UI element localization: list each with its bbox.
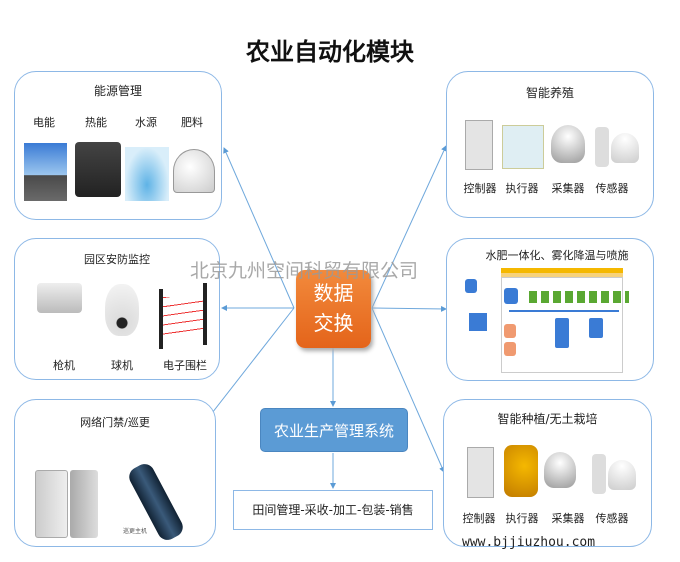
management-system-box: 农业生产管理系统 (260, 408, 408, 452)
keypad-icon (35, 470, 68, 538)
infrared-beam-icon (163, 297, 203, 337)
controller-icon (465, 120, 493, 170)
fertilizer-tank-icon (504, 342, 516, 356)
breeding-item: 控制器 (463, 182, 497, 195)
energy-item: 热能 (85, 116, 107, 129)
roof-bar (501, 273, 623, 277)
patrol-device-label: 巡更主机 (123, 528, 148, 535)
irrigation-title: 水肥一体化、雾化降温与喷施 (485, 249, 629, 262)
breeding-item: 执行器 (505, 182, 539, 195)
access-title: 网络门禁/巡更 (80, 416, 150, 429)
security-item: 电子围栏 (163, 359, 207, 372)
collector-icon (544, 452, 576, 488)
data-exchange-line2: 交换 (313, 311, 354, 335)
planting-title: 智能种植/无土栽培 (497, 412, 598, 426)
planting-item: 执行器 (505, 512, 539, 525)
breeding-title: 智能养殖 (525, 86, 574, 100)
access-module: 网络门禁/巡更 巡更主机 (14, 399, 216, 547)
control-box-icon (469, 313, 487, 331)
fertilizer-tank-icon (173, 149, 215, 193)
planting-module: 智能种植/无土栽培 控制器 执行器 采集器 传感器 (443, 399, 652, 547)
energy-title: 能源管理 (93, 84, 142, 98)
bullet-camera-icon (37, 283, 82, 313)
security-title: 园区安防监控 (84, 253, 150, 266)
energy-item: 电能 (33, 116, 55, 129)
water-tank-icon (504, 288, 518, 304)
security-module: 园区安防监控 枪机 球机 电子围栏 (14, 238, 220, 380)
controller-icon (467, 447, 494, 498)
data-exchange-node: 数据 交换 (296, 270, 371, 348)
production-chain-box: 田间管理-采收-加工-包装-销售 (233, 490, 433, 530)
website-url: www.bjjiuzhou.com (462, 535, 596, 550)
sensor-icon (608, 460, 636, 490)
valve-controller-icon (555, 318, 569, 348)
pipe-line (509, 310, 619, 312)
fence-post-icon (159, 289, 163, 349)
greenhouse-diagram (501, 277, 623, 373)
planting-item: 控制器 (462, 512, 496, 525)
breeding-module: 智能养殖 控制器 执行器 采集器 传感器 (446, 71, 654, 218)
planting-item: 传感器 (595, 512, 629, 525)
fertilizer-tank-icon (504, 324, 516, 338)
sensor-icon (595, 127, 609, 167)
energy-item: 水源 (135, 116, 157, 129)
security-item: 枪机 (53, 359, 75, 372)
security-item: 球机 (111, 359, 133, 372)
collector-icon (551, 125, 585, 163)
watermark: 北京九州空间科贸有限公司 (190, 260, 419, 282)
breeding-item: 传感器 (595, 182, 629, 195)
data-exchange-line1: 数据 (313, 281, 354, 305)
solar-panel-icon (24, 143, 67, 201)
water-splash-icon (125, 147, 169, 201)
sprinkler-icons (529, 291, 629, 303)
irrigation-module: 水肥一体化、雾化降温与喷施 (446, 238, 654, 381)
roof-bar (501, 268, 623, 273)
page-title: 农业自动化模块 (246, 38, 414, 66)
energy-item: 肥料 (181, 116, 203, 129)
fence-post-icon (203, 283, 207, 345)
keypad-icon (70, 470, 98, 538)
actuator-icon (502, 125, 544, 169)
breeding-item: 采集器 (551, 182, 585, 195)
valve-controller-icon (589, 318, 603, 338)
weather-station-icon (465, 279, 477, 293)
planting-item: 采集器 (551, 512, 585, 525)
actuator-icon (504, 445, 538, 497)
sensor-icon (611, 133, 639, 163)
heat-pump-icon (75, 142, 121, 197)
energy-module: 能源管理 电能 热能 水源 肥料 (14, 71, 222, 220)
dome-camera-icon (105, 284, 139, 336)
sensor-icon (592, 454, 606, 494)
